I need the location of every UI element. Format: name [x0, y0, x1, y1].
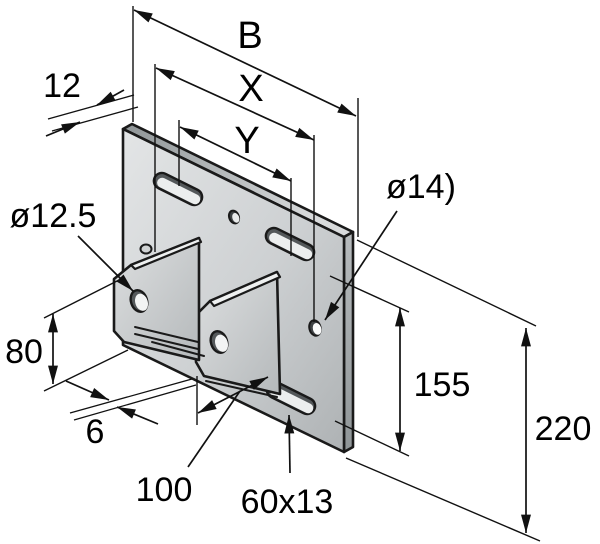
arrow-12-lower [45, 121, 81, 137]
dimension-graphics [43, 6, 541, 542]
arrow-6-upper [65, 380, 110, 401]
right-flange [194, 270, 282, 398]
dim-y-label: Y [234, 120, 259, 162]
arrow-12-upper [96, 89, 125, 106]
bracket-web-strips [134, 326, 205, 357]
dimension-labels: B X Y 12 ø12.5 ø14) 80 6 100 60x13 155 2… [5, 15, 591, 521]
plate-center-hole [227, 209, 241, 225]
dim-12-label: 12 [43, 67, 81, 105]
leader-dia14 [324, 210, 398, 321]
dim-6-label: 6 [86, 413, 105, 451]
dim-b-label: B [237, 15, 262, 57]
dim-155-label: 155 [414, 366, 471, 404]
ext-155-top [329, 275, 410, 313]
dim-line-b [133, 9, 357, 117]
ext-6-b [73, 384, 197, 421]
left-flange-top-band [129, 236, 203, 271]
left-flange [112, 236, 205, 362]
dim-line-y [179, 126, 292, 182]
dim-80-label: 80 [5, 333, 43, 371]
dim-60x13-label: 60x13 [241, 483, 334, 521]
ext-12-a [47, 94, 135, 120]
ext-80-top [43, 278, 122, 319]
dim-line-100 [197, 376, 269, 414]
ext-6-a [69, 378, 193, 414]
slot-top-left [152, 171, 204, 207]
ext-220-top [356, 239, 537, 327]
dim-100-label: 100 [136, 471, 193, 509]
ext-220-bottom [345, 457, 541, 542]
dim-x-label: X [238, 68, 263, 110]
leader-100 [187, 390, 241, 468]
ext-80-bottom [43, 349, 129, 392]
plate-right-edge-band [342, 230, 355, 454]
left-flange-top-bump [139, 243, 153, 255]
leader-dia12-5 [77, 235, 134, 292]
dim-220-label: 220 [535, 410, 592, 448]
left-flange-hole [129, 289, 149, 313]
leader-60x13 [284, 414, 295, 474]
dim-dia14-label: ø14) [386, 168, 456, 206]
plate-lower-hole-dia14 [308, 319, 322, 337]
dim-dia12-5-label: ø12.5 [10, 197, 97, 235]
right-flange-top-band [208, 270, 282, 308]
right-flange-hole [209, 330, 229, 354]
arrow-6-lower [116, 406, 159, 425]
